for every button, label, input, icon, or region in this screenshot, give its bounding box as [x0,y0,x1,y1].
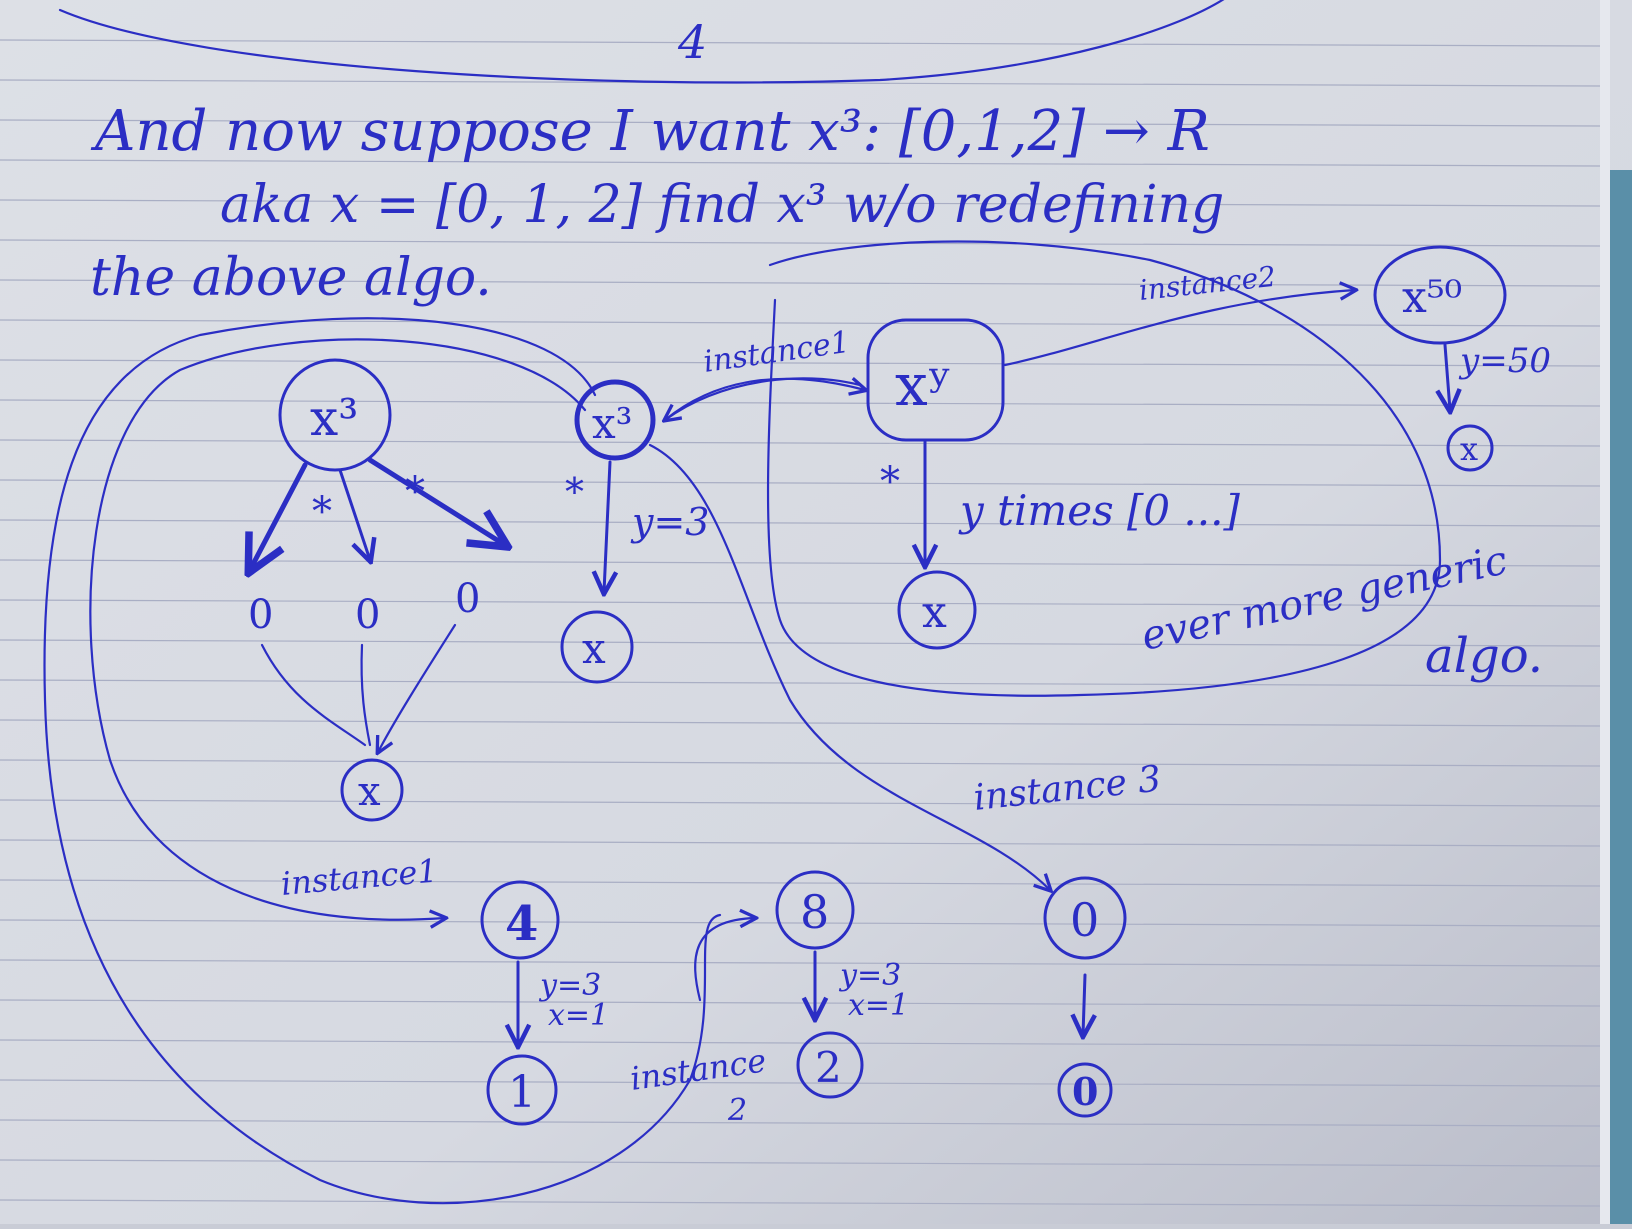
label-algo: algo. [1425,628,1543,684]
node-x-left-leaf [340,758,404,822]
label-y-eq-50: y=50 [1458,341,1551,381]
node-x-mid-leaf-label: x [582,624,606,673]
star-right: * [405,469,425,515]
ruled-line [0,919,1601,927]
heading-line-1: And now suppose I want x³: [0,1,2] → R [90,99,1210,164]
ruled-line [0,599,1601,607]
label-instance2-bottom-b: 2 [727,1093,747,1128]
node-2-label: 2 [815,1043,842,1092]
star-xy: * [880,459,900,505]
star-left: * [312,489,332,535]
node-2 [796,1031,864,1099]
ruled-line [0,1199,1601,1207]
ruled-line [0,1079,1601,1087]
leaf-zero-c: 0 [455,576,480,622]
ruled-line [0,1159,1601,1167]
ruled-line [0,1039,1601,1047]
node-x-left-leaf-label: x [358,769,381,815]
top-ellipse-fragment [58,0,1225,84]
ruled-line [0,119,1601,127]
node-4 [480,880,560,960]
edge-xy-to-x50 [1003,290,1355,367]
leaf-zero-b: 0 [355,592,380,638]
ruled-line [0,319,1601,327]
node-8-label: 8 [800,885,829,939]
node-8 [775,870,855,950]
ruled-line [0,399,1601,407]
node-x3-mid-label: x³ [592,399,633,448]
label-y-eq-3: y=3 [630,500,709,544]
ruled-line [0,239,1601,247]
label-y-times: y times [0 ...] [958,486,1240,535]
node-x-right-leaf [1446,424,1494,472]
merge-edge-c [378,623,457,752]
edge-x3-mid-down [604,460,610,592]
page-edge-strip [1608,170,1632,1224]
node-0-right-label: 0 [1070,893,1099,947]
node-x3-left-label: x³ [310,389,358,447]
node-x50 [1373,245,1507,345]
node-xy [866,318,1005,442]
node-xy-label: xʸ [895,351,952,419]
node-x3-mid [574,379,656,461]
ruled-lines [0,39,1601,1207]
label-yx-a-y: y=3 [538,968,601,1003]
merge-edge-b [360,643,372,747]
node-4-label: 4 [505,896,538,952]
ruled-line [0,479,1601,487]
ruled-line [0,879,1601,887]
leaf-zero-a: 0 [248,592,273,638]
node-1-label: 1 [508,1067,536,1118]
node-x-xy-leaf-label: x [922,587,947,638]
edge-x3-left-to-0b [338,468,370,560]
page-edge-light [1600,0,1610,1224]
ruled-line [0,959,1601,967]
heading-line-3: the above algo. [90,248,492,308]
node-x50-label: x⁵⁰ [1402,272,1462,323]
node-x3-left [278,358,392,472]
edge-xy-to-x3 [665,377,862,420]
ruled-line [0,279,1601,287]
star-mid: * [565,470,584,514]
ruled-line [0,159,1601,167]
ruled-line [0,199,1601,207]
node-x-right-leaf-label: x [1460,430,1478,468]
ruled-line [0,1119,1601,1127]
node-0-right [1043,876,1127,960]
node-x-mid-leaf [560,610,634,684]
right-loop [766,240,1442,697]
label-yx-b-y: y=3 [838,958,901,993]
ruled-line [0,359,1601,367]
edge-x3-left-to-0a [250,462,308,570]
node-0-bottom [1057,1062,1113,1118]
ruled-line [0,519,1601,527]
edge-x50-down [1445,343,1450,410]
node-0-bottom-label: 0 [1072,1069,1098,1114]
ruled-line [0,39,1601,47]
top-fragment-digit: 4 [677,15,707,69]
ruled-line [0,679,1601,687]
edge-0-to-0 [1083,973,1085,1035]
ruled-line [0,719,1601,727]
edge-x3-left-to-0c [367,457,505,545]
node-x-xy-leaf [897,570,977,650]
heading-line-2: aka x = [0, 1, 2] find x³ w/o redefining [220,175,1224,235]
ruled-line [0,639,1601,647]
edge-instance2-to-8 [694,918,755,1002]
label-yx-b-x: x=1 [848,988,909,1023]
edge-xy-to-x3-b [663,379,865,422]
ruled-line [0,839,1601,847]
ruled-line [0,799,1601,807]
label-yx-a-x: x=1 [548,998,609,1033]
node-1 [486,1054,558,1126]
ruled-line [0,439,1601,447]
edge-instance3 [648,443,1050,890]
ruled-line [0,759,1601,767]
ruled-line [0,999,1601,1007]
merge-edge-a [260,643,367,747]
big-left-loop [43,317,722,1205]
inner-left-loop [89,338,587,919]
